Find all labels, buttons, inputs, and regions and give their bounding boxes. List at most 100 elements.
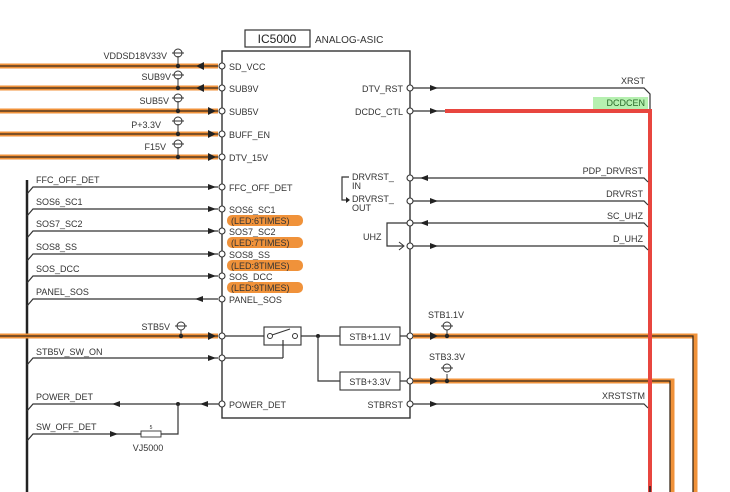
pin-label: BUFF_EN bbox=[229, 130, 270, 140]
pin-label: SOS8_SS bbox=[229, 250, 270, 260]
signal-sc-uhz[interactable]: SC_UHZ bbox=[406, 211, 649, 228]
net-label: SW_OFF_DET bbox=[36, 422, 97, 432]
connector-ref: VJ5000 bbox=[133, 443, 164, 453]
signal-sos8-ss[interactable]: SOS8_SS SOS8_SS (LED:8TIMES) bbox=[26, 242, 303, 271]
pin-dtv-15v bbox=[218, 153, 226, 161]
chip-ref: IC5000 bbox=[258, 32, 297, 46]
pin-sd-vcc bbox=[218, 62, 226, 70]
signal-sos6-sc1[interactable]: SOS6_SC1 SOS6_SC1 (LED:6TIMES) bbox=[26, 197, 303, 226]
pin-label: DRVRST_ bbox=[352, 194, 395, 204]
signal-stb5v-sw-on[interactable]: STB5V_SW_ON bbox=[26, 347, 226, 366]
pin-label: SOS6_SC1 bbox=[229, 205, 276, 215]
connector-icon bbox=[140, 430, 162, 438]
net-label: DCDCEN bbox=[606, 98, 645, 108]
power-output-stb1v1[interactable]: STB1.1V bbox=[413, 310, 698, 492]
pin-sub9v bbox=[218, 84, 226, 92]
pin-label: PANEL_SOS bbox=[229, 295, 282, 305]
uhz-loopback bbox=[386, 222, 407, 247]
led-note: (LED:9TIMES) bbox=[231, 283, 290, 293]
net-label: POWER_DET bbox=[36, 392, 94, 402]
led-note: (LED:6TIMES) bbox=[231, 216, 290, 226]
signal-pdp-drvrst[interactable]: PDP_DRVRST DRVRST_ IN bbox=[352, 166, 649, 191]
regulator-stb-1v1: STB+1.1V bbox=[339, 326, 414, 346]
signal-sos7-sc2[interactable]: SOS7_SC2 SOS7_SC2 (LED:7TIMES) bbox=[26, 219, 303, 248]
net-label: STB5V_SW_ON bbox=[36, 347, 103, 357]
net-label: DRVRST bbox=[606, 189, 643, 199]
net-label: PANEL_SOS bbox=[36, 287, 89, 297]
pin-label: DTV_RST bbox=[362, 84, 404, 94]
net-label: XRST bbox=[621, 76, 646, 86]
net-label: P+3.3V bbox=[131, 120, 161, 130]
pin-label: DCDC_CTL bbox=[355, 107, 403, 117]
highlighted-trace bbox=[445, 109, 652, 492]
loopback-arrow bbox=[346, 197, 350, 203]
pin-label: UHZ bbox=[363, 232, 382, 242]
pin-buff-en bbox=[218, 130, 226, 138]
net-label: SUB9V bbox=[141, 72, 171, 82]
net-label: SOS7_SC2 bbox=[36, 219, 83, 229]
signal-xrst[interactable]: DTV_RST XRST bbox=[362, 76, 651, 111]
connector-pin: 5 bbox=[150, 425, 153, 431]
pin-label: SUB9V bbox=[229, 84, 259, 94]
net-label: STB3.3V bbox=[429, 352, 465, 362]
pin-label: SD_VCC bbox=[229, 62, 266, 72]
power-input-sub5v[interactable]: SUB5V bbox=[0, 93, 218, 115]
net-label: FFC_OFF_DET bbox=[36, 175, 100, 185]
net-label: STB5V bbox=[141, 322, 170, 332]
pin-label: SOS_DCC bbox=[229, 272, 273, 282]
pin-stb5v bbox=[218, 332, 226, 340]
net-label: SUB5V bbox=[139, 96, 169, 106]
signal-panel-sos[interactable]: PANEL_SOS PANEL_SOS bbox=[26, 287, 282, 307]
pin-label: STBRST bbox=[367, 400, 403, 410]
pin-sub5v bbox=[218, 107, 226, 115]
net-label: VDDSD18V33V bbox=[103, 51, 167, 61]
led-note-badge bbox=[227, 237, 303, 248]
net-highlight-badge bbox=[593, 97, 648, 109]
signal-dcdcen[interactable]: DCDC_CTL DCDCEN bbox=[355, 97, 652, 492]
pin-label: DRVRST_ bbox=[352, 172, 395, 182]
regulator-label: STB+1.1V bbox=[349, 332, 390, 342]
power-output-stb3v3[interactable]: STB3.3V bbox=[413, 352, 675, 492]
pin-label-2: OUT bbox=[352, 203, 372, 213]
signal-sos-dcc[interactable]: SOS_DCC SOS_DCC (LED:9TIMES) bbox=[26, 264, 303, 293]
led-note-badge bbox=[227, 282, 303, 293]
signal-drvrst[interactable]: DRVRST DRVRST_ OUT bbox=[352, 189, 649, 213]
net-label: PDP_DRVRST bbox=[583, 166, 644, 176]
regulator-label: STB+3.3V bbox=[349, 377, 390, 387]
signal-xrststm[interactable]: STBRST XRSTSTM bbox=[367, 391, 649, 410]
signal-ffc-off-det[interactable]: FFC_OFF_DET FFC_OFF_DET bbox=[26, 175, 293, 195]
power-input-stb5v[interactable]: STB5V bbox=[0, 321, 218, 340]
pin-label: SOS7_SC2 bbox=[229, 227, 276, 237]
power-input-sub9v[interactable]: SUB9V bbox=[0, 70, 218, 92]
power-input-p3v3[interactable]: P+3.3V bbox=[0, 116, 218, 138]
led-note: (LED:7TIMES) bbox=[231, 238, 290, 248]
net-label: SOS6_SC1 bbox=[36, 197, 83, 207]
led-note: (LED:8TIMES) bbox=[231, 261, 290, 271]
drvrst-loopback bbox=[341, 176, 349, 201]
regulator-stb-3v3: STB+3.3V bbox=[339, 371, 414, 391]
led-note-badge bbox=[227, 215, 303, 226]
chip-name: ANALOG-ASIC bbox=[315, 35, 383, 46]
net-label: F15V bbox=[144, 142, 166, 152]
net-label: XRSTSTM bbox=[602, 391, 645, 401]
signal-d-uhz[interactable]: D_UHZ bbox=[406, 234, 649, 251]
led-note-badge bbox=[227, 260, 303, 271]
left-power-pins: SD_VCC SUB9V SUB5V BUFF_EN DTV_15V bbox=[218, 62, 270, 163]
pin-label: SUB5V bbox=[229, 107, 259, 117]
power-input-vddsd18v33v[interactable]: VDDSD18V33V bbox=[0, 48, 218, 70]
loopback-arrow bbox=[398, 241, 405, 251]
net-label: D_UHZ bbox=[613, 234, 644, 244]
pin-label: DTV_15V bbox=[229, 153, 268, 163]
internal-switch bbox=[225, 326, 340, 382]
signal-sw-off-det[interactable]: SW_OFF_DET 5 VJ5000 bbox=[26, 404, 179, 453]
signal-power-det[interactable]: POWER_DET POWER_DET bbox=[26, 392, 287, 412]
pin-label: FFC_OFF_DET bbox=[229, 183, 293, 193]
net-label: STB1.1V bbox=[428, 310, 464, 320]
net-label: SOS8_SS bbox=[36, 242, 77, 252]
net-label: SC_UHZ bbox=[607, 211, 644, 221]
chip-ref-box bbox=[244, 29, 311, 48]
pin-label: POWER_DET bbox=[229, 400, 287, 410]
pin-label-2: IN bbox=[352, 181, 361, 191]
power-input-f15v[interactable]: F15V bbox=[0, 139, 218, 161]
